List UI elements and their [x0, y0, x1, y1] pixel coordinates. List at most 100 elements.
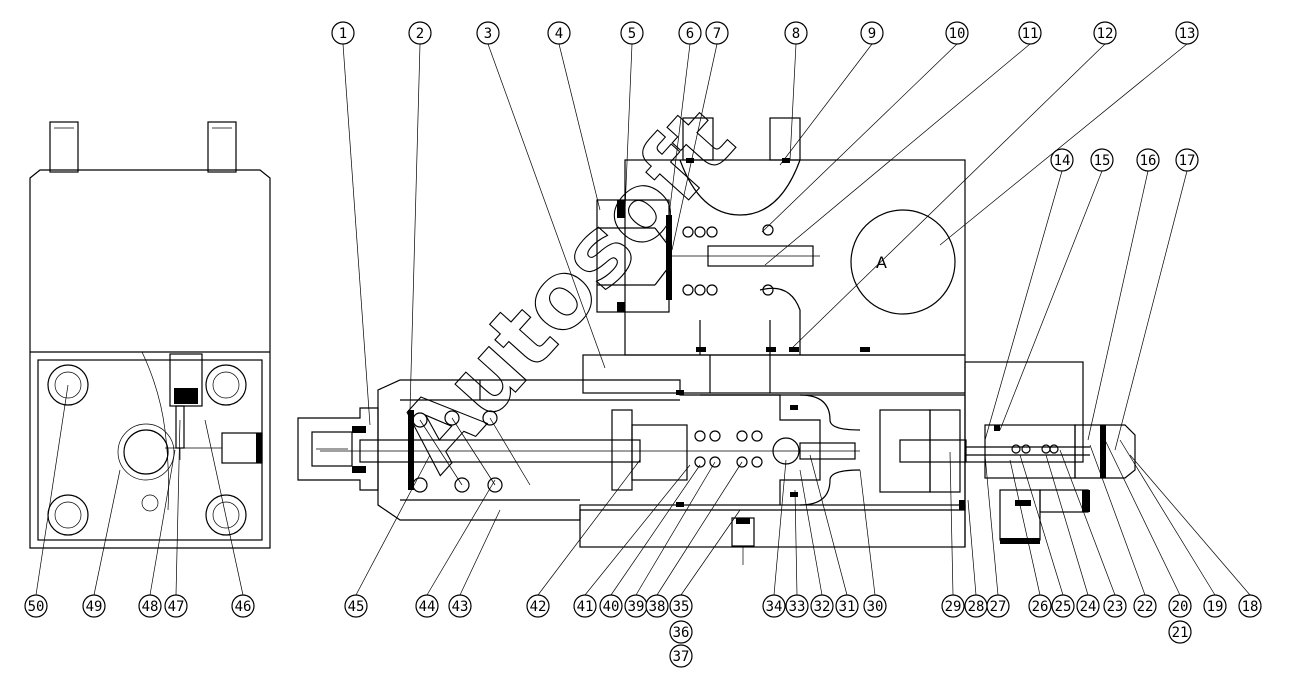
callout-13-number: 13: [1179, 26, 1196, 42]
callout-14: 14: [1050, 148, 1074, 172]
callout-28-number: 28: [968, 599, 985, 615]
side-view: [29, 121, 271, 549]
leader-line-45: [355, 454, 431, 596]
callout-39: 39: [624, 594, 648, 618]
leader-line-20: [1104, 439, 1181, 596]
callout-20-number: 20: [1172, 599, 1189, 615]
leader-line-29: [949, 451, 954, 596]
callout-37: 37: [669, 644, 693, 668]
callout-49: 49: [82, 594, 106, 618]
callout-23: 23: [1103, 594, 1127, 618]
callout-14-number: 14: [1054, 153, 1071, 169]
callout-26: 26: [1028, 594, 1052, 618]
callout-35-number: 35: [673, 599, 690, 615]
callout-16: 16: [1136, 148, 1160, 172]
leader-line-8: [789, 43, 797, 161]
leader-line-47: [175, 419, 181, 596]
callout-44: 44: [415, 594, 439, 618]
callout-47-number: 47: [168, 599, 185, 615]
leader-line-1: [342, 43, 371, 426]
leader-line-6: [665, 43, 691, 241]
callout-9-number: 9: [868, 26, 876, 42]
leader-line-42: [537, 459, 641, 596]
callout-7: 7: [705, 21, 729, 45]
callout-37-number: 37: [673, 649, 690, 665]
callout-33-number: 33: [789, 599, 806, 615]
leader-line-5: [624, 43, 633, 211]
callout-22-number: 22: [1137, 599, 1154, 615]
callout-17-number: 17: [1179, 153, 1196, 169]
callout-11-number: 11: [1022, 26, 1039, 42]
leader-line-25: [1019, 454, 1064, 596]
leader-line-40: [610, 464, 701, 596]
leader-line-49: [93, 469, 121, 596]
callout-21: 21: [1168, 620, 1192, 644]
callout-27-number: 27: [990, 599, 1007, 615]
callout-22: 22: [1133, 594, 1157, 618]
leader-line-7: [671, 43, 718, 251]
callout-36-number: 36: [673, 625, 690, 641]
callout-10: 10: [945, 21, 969, 45]
callout-8: 8: [784, 21, 808, 45]
leader-line-28: [967, 499, 977, 596]
leader-line-22: [1089, 444, 1146, 596]
callout-3-number: 3: [484, 26, 492, 42]
leader-line-19: [1119, 439, 1216, 596]
callout-7-number: 7: [713, 26, 721, 42]
callout-50: 50: [24, 594, 48, 618]
leader-line-2: [409, 43, 421, 411]
leader-line-17: [1114, 170, 1188, 451]
leader-line-50: [35, 384, 69, 596]
leader-line-14: [984, 170, 1063, 441]
callout-41: 41: [573, 594, 597, 618]
callout-1-number: 1: [339, 26, 347, 42]
port-a-label: A: [876, 253, 887, 272]
callout-19-number: 19: [1207, 599, 1224, 615]
callout-43-number: 43: [452, 599, 469, 615]
callout-13: 13: [1175, 21, 1199, 45]
right-detail-view: [959, 361, 1136, 547]
callout-10-number: 10: [949, 26, 966, 42]
callout-3: 3: [476, 21, 500, 45]
leader-line-3: [487, 43, 606, 369]
callout-38: 38: [645, 594, 669, 618]
leader-lines: [35, 43, 1251, 596]
callout-48-number: 48: [142, 599, 159, 615]
callout-25: 25: [1051, 594, 1075, 618]
leader-line-39: [635, 461, 716, 596]
callout-11: 11: [1018, 21, 1042, 45]
leader-line-13: [939, 43, 1188, 246]
callout-41-number: 41: [577, 599, 594, 615]
callout-27: 27: [986, 594, 1010, 618]
leader-line-4: [558, 43, 601, 211]
callout-18: 18: [1238, 594, 1262, 618]
callout-21-number: 21: [1172, 625, 1189, 641]
callout-26-number: 26: [1032, 599, 1049, 615]
callout-31: 31: [835, 594, 859, 618]
callout-39-number: 39: [628, 599, 645, 615]
callout-45: 45: [344, 594, 368, 618]
callout-44-number: 44: [419, 599, 436, 615]
callout-5-number: 5: [628, 26, 636, 42]
callout-24-number: 24: [1080, 599, 1097, 615]
leader-line-34: [773, 459, 787, 596]
leader-line-23: [1059, 449, 1116, 596]
callout-6-number: 6: [686, 26, 694, 42]
callout-40: 40: [599, 594, 623, 618]
callout-16-number: 16: [1140, 153, 1157, 169]
callout-35: 35: [669, 594, 693, 618]
leader-line-41: [584, 464, 691, 596]
leader-line-33: [794, 489, 798, 596]
callout-4-number: 4: [555, 26, 563, 42]
callout-17: 17: [1175, 148, 1199, 172]
callout-25-number: 25: [1055, 599, 1072, 615]
callout-6: 6: [678, 21, 702, 45]
callout-2: 2: [408, 21, 432, 45]
leader-line-15: [999, 170, 1103, 431]
callout-33: 33: [785, 594, 809, 618]
callout-43: 43: [448, 594, 472, 618]
callout-15-number: 15: [1094, 153, 1111, 169]
callout-34: 34: [762, 594, 786, 618]
